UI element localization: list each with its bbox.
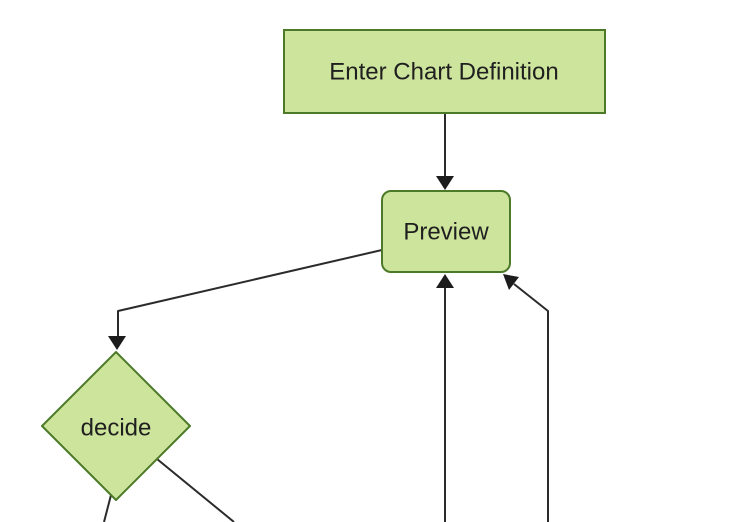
edge-bottom-to-preview xyxy=(436,274,454,522)
edge-enter-to-preview xyxy=(436,113,454,190)
node-label: Preview xyxy=(403,219,489,246)
node-enter-chart-definition: Enter Chart Definition xyxy=(283,29,606,114)
arrowhead-down-icon xyxy=(436,176,454,190)
node-preview: Preview xyxy=(381,190,511,273)
edge-preview-to-decide xyxy=(108,249,383,350)
node-decide: decide xyxy=(41,351,191,501)
edge-line xyxy=(117,249,383,338)
node-rect xyxy=(283,29,606,114)
edge-bottom-right-to-preview xyxy=(503,274,549,522)
edge-decide-to-offscreen-right xyxy=(156,458,235,522)
node-label: decide xyxy=(81,415,152,442)
node-rect xyxy=(381,190,511,273)
edge-line xyxy=(513,283,549,522)
arrowhead-up-left-icon xyxy=(503,274,519,290)
arrowhead-down-icon xyxy=(108,336,126,350)
edge-decide-to-offscreen-left xyxy=(103,494,112,522)
node-diamond xyxy=(41,351,191,501)
arrowhead-up-icon xyxy=(436,274,454,288)
node-label: Enter Chart Definition xyxy=(329,59,558,86)
